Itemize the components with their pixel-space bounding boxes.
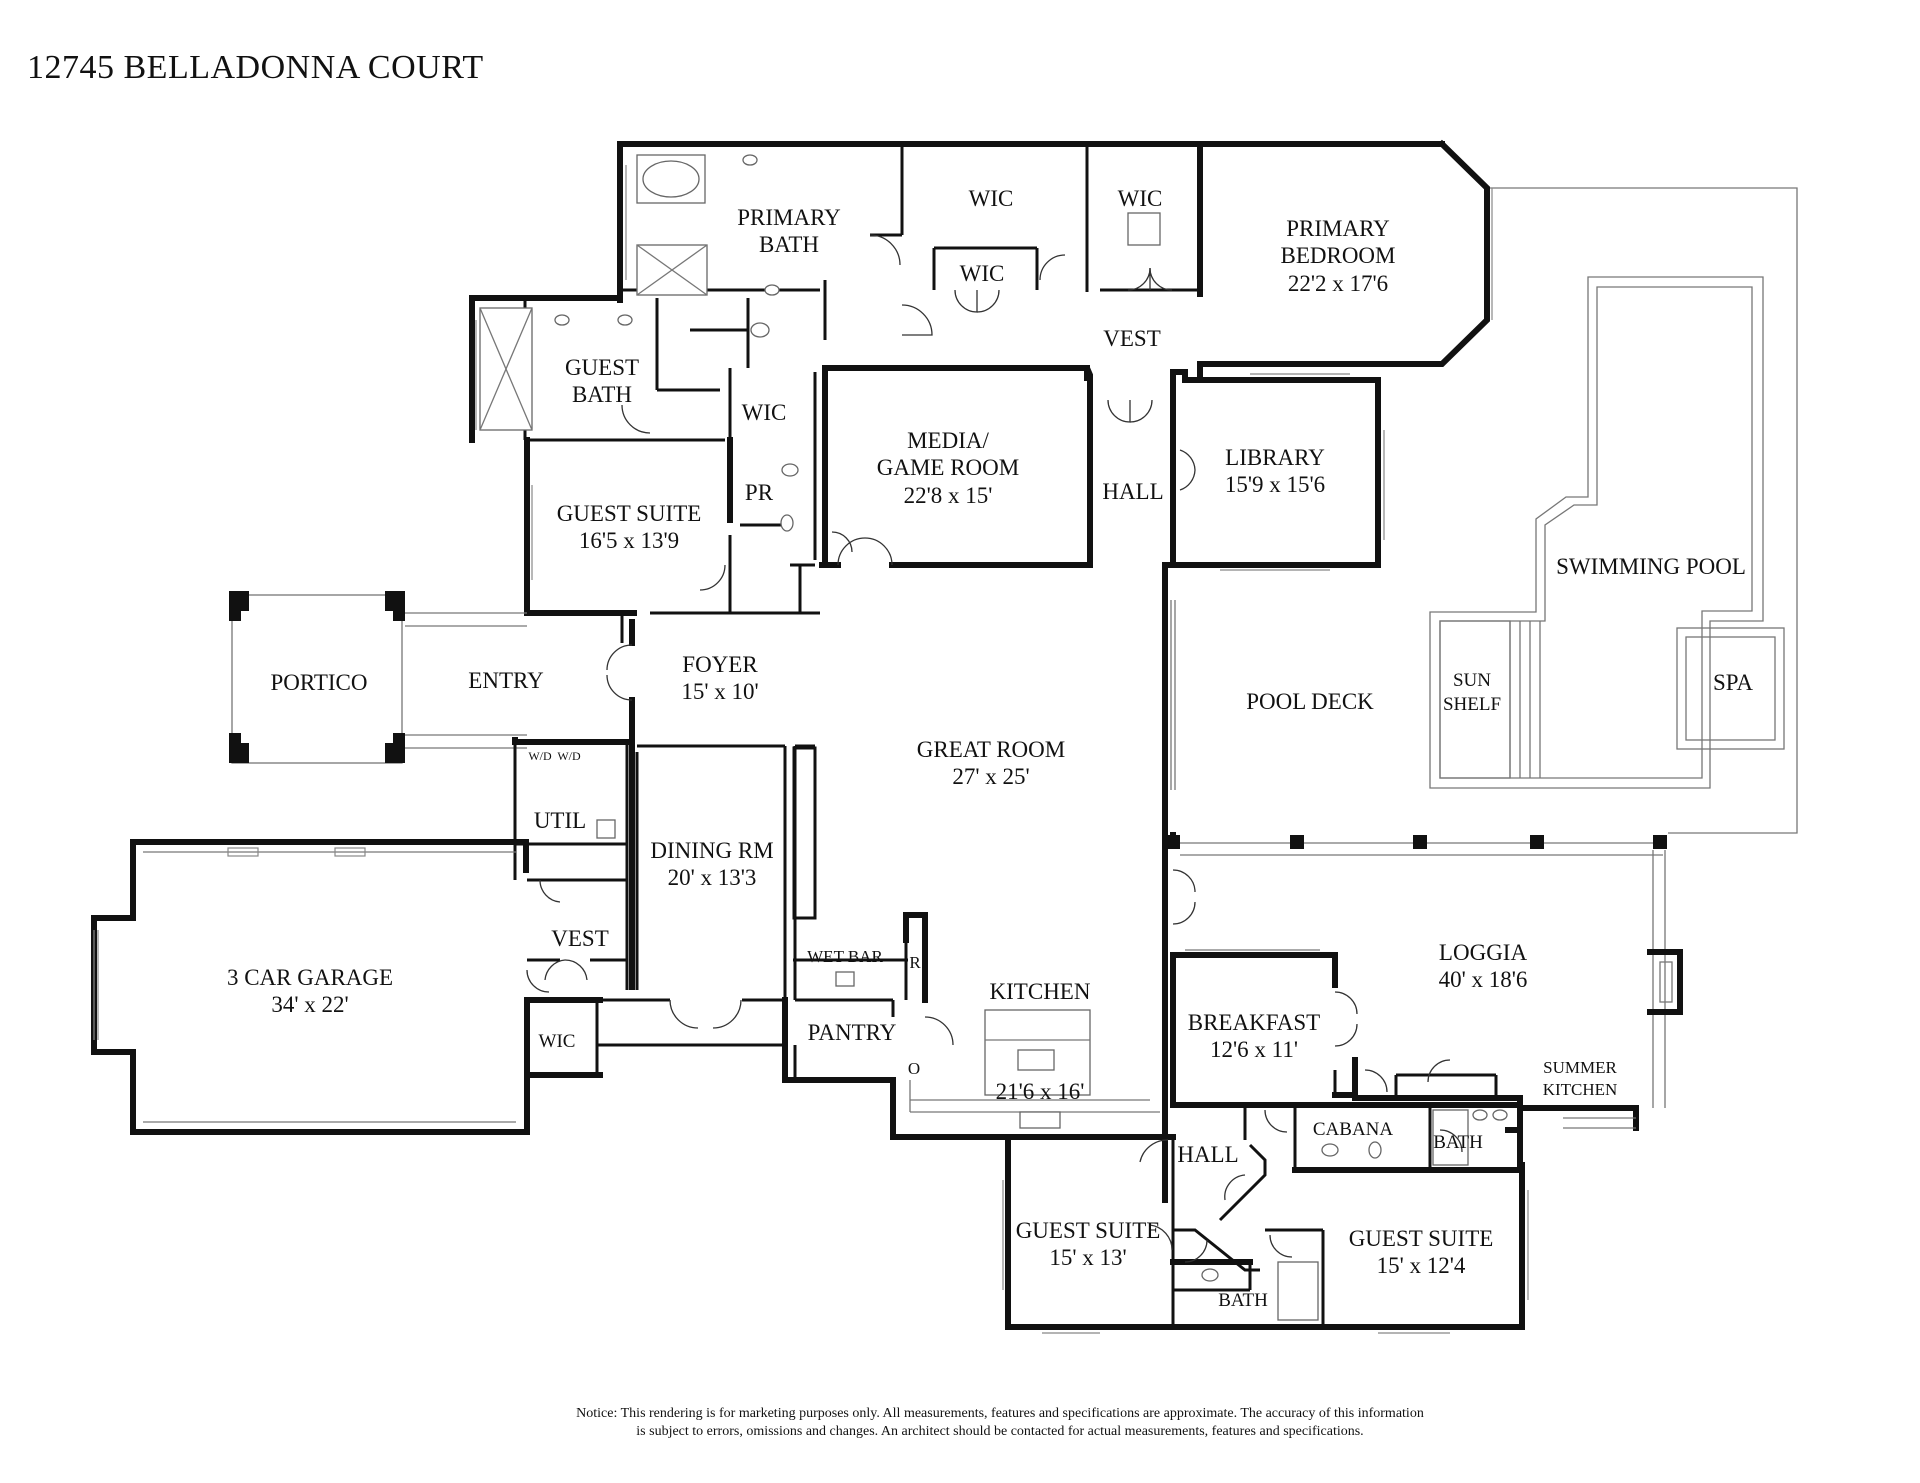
room-guest-bath: GUEST [565,355,639,380]
room-wet-bar: WET BAR [807,947,883,966]
room-library-size: 15'9 x 15'6 [1225,472,1325,497]
room-hall-top: HALL [1102,479,1163,504]
room-guest-suite-1: GUEST SUITE [557,501,702,526]
room-guest-suite-2-size: 15' x 13' [1049,1245,1126,1270]
room-kitchen: KITCHEN [990,979,1091,1004]
room-hall-bottom: HALL [1177,1142,1238,1167]
room-primary-bath-2: BATH [759,232,819,257]
room-pantry: PANTRY [808,1020,897,1045]
room-great-room-size: 27' x 25' [952,764,1029,789]
room-loggia-size: 40' x 18'6 [1439,967,1528,992]
room-wic-top-center: WIC [1118,186,1163,211]
room-guest-suite-3-size: 15' x 12'4 [1377,1253,1466,1278]
room-portico: PORTICO [270,670,367,695]
room-foyer-size: 15' x 10' [681,679,758,704]
room-bath-bottom: BATH [1218,1290,1268,1311]
pool-area [1429,187,1798,834]
room-primary-bath: PRIMARY [737,205,841,230]
room-media: MEDIA/ [907,428,989,453]
room-media-2: GAME ROOM [877,455,1019,480]
room-dining: DINING RM [650,838,773,863]
room-spa: SPA [1713,670,1753,695]
room-primary-bedroom-2: BEDROOM [1280,243,1395,268]
room-guest-suite-1-size: 16'5 x 13'9 [579,528,679,553]
walls [91,139,1683,1330]
room-breakfast: BREAKFAST [1188,1010,1321,1035]
room-vest-top: VEST [1103,326,1161,351]
room-summer-kitchen-2: KITCHEN [1543,1080,1618,1099]
room-primary-bedroom-size: 22'2 x 17'6 [1288,271,1388,296]
room-pool-deck: POOL DECK [1246,689,1374,714]
room-garage: 3 CAR GARAGE [227,965,393,990]
label-wd-1: W/D [528,749,552,763]
room-media-size: 22'8 x 15' [904,483,993,508]
room-sun-shelf-2: SHELF [1443,694,1501,715]
doors [526,234,1463,1263]
room-garage-size: 34' x 22' [271,992,348,1017]
notice-line-1: Notice: This rendering is for marketing … [576,1406,1424,1421]
room-guest-suite-3: GUEST SUITE [1349,1226,1494,1251]
room-breakfast-size: 12'6 x 11' [1210,1037,1298,1062]
room-dining-size: 20' x 13'3 [668,865,757,890]
windows [475,165,1529,1334]
room-sun-shelf: SUN [1453,670,1491,691]
room-wic-center: WIC [960,261,1005,286]
room-entry: ENTRY [468,668,544,693]
room-swimming-pool: SWIMMING POOL [1556,554,1746,579]
notice-line-2: is subject to errors, omissions and chan… [636,1424,1363,1439]
room-summer-kitchen: SUMMER [1543,1058,1617,1077]
fixtures [479,154,1508,1282]
room-labels: PRIMARY BATH WIC WIC WIC PRIMARY BEDROOM… [227,186,1753,1311]
room-loggia: LOGGIA [1439,940,1528,965]
room-primary-bedroom: PRIMARY [1286,216,1390,241]
room-guest-suite-2: GUEST SUITE [1016,1218,1161,1243]
room-library: LIBRARY [1225,445,1325,470]
room-vest-garage: VEST [551,926,609,951]
room-great-room: GREAT ROOM [917,737,1065,762]
room-foyer: FOYER [682,652,758,677]
room-kitchen-size: 21'6 x 16' [996,1079,1085,1104]
spa [1676,627,1785,750]
room-pr: PR [745,480,774,505]
room-util: UTIL [534,808,586,833]
room-cabana: CABANA [1313,1119,1394,1140]
room-wic-guest: WIC [742,400,787,425]
label-r: R [909,953,921,972]
label-wd-2: W/D [557,749,581,763]
property-title: 12745 BELLADONNA COURT [27,49,484,86]
label-o: O [908,1059,920,1078]
room-guest-bath-2: BATH [572,382,632,407]
room-bath-cabana: BATH [1433,1132,1483,1153]
room-wic-top-left: WIC [969,186,1014,211]
room-wic-garage: WIC [539,1031,576,1052]
